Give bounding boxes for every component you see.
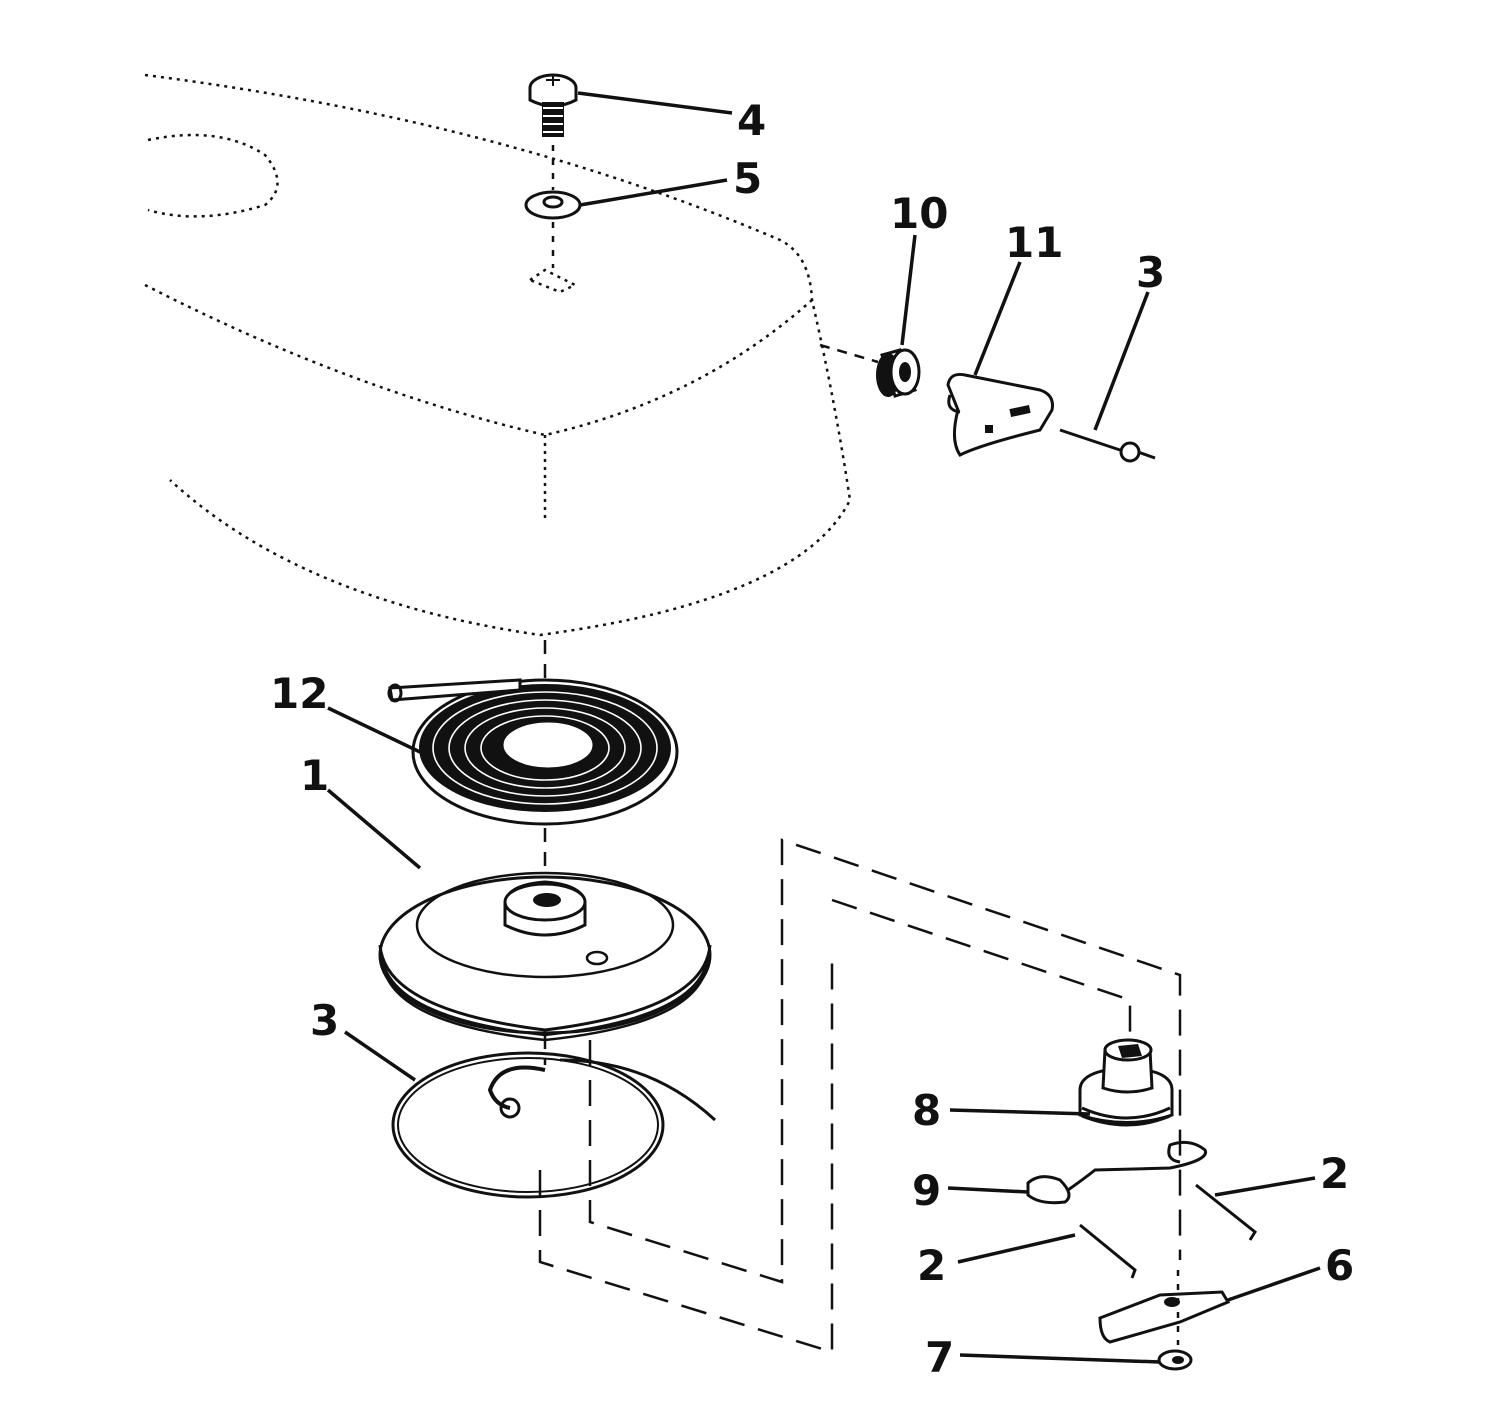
callout-10: 10 [890, 189, 948, 238]
callout-1: 1 [300, 751, 329, 800]
callout-3-lower: 3 [310, 996, 339, 1045]
callout-3-top: 3 [1136, 248, 1165, 297]
callout-12: 12 [270, 669, 328, 718]
callout-8: 8 [912, 1086, 941, 1135]
washer-part [524, 190, 582, 220]
pawl-part [1098, 1270, 1231, 1345]
retainer-clip-part [1157, 1349, 1193, 1371]
callout-2-right: 2 [1320, 1149, 1349, 1198]
pulley-part [378, 871, 712, 1042]
engine-cover-outline [144, 73, 852, 637]
bushing-part [876, 348, 921, 398]
assembly-path-lines [538, 838, 1182, 1354]
callout-4: 4 [737, 96, 766, 145]
callout-2-left: 2 [917, 1241, 946, 1290]
starter-rope-part [391, 1051, 717, 1199]
pawl-springs [1079, 1183, 1257, 1279]
callout-labels: 4 5 10 11 3 12 1 3 8 9 2 2 6 7 [270, 96, 1354, 1382]
callout-5: 5 [733, 154, 762, 203]
hub-part [1078, 1038, 1174, 1127]
callout-6: 6 [1325, 1241, 1354, 1290]
callout-7: 7 [925, 1333, 954, 1382]
rope-knot-top-part [1059, 428, 1156, 463]
recoil-spring-part [387, 678, 679, 826]
callout-9: 9 [912, 1166, 941, 1215]
screw-part [528, 73, 578, 137]
leader-lines [326, 91, 1321, 1364]
link-part [1026, 1140, 1208, 1205]
callout-11: 11 [1005, 218, 1063, 267]
handle-part [946, 373, 1054, 457]
